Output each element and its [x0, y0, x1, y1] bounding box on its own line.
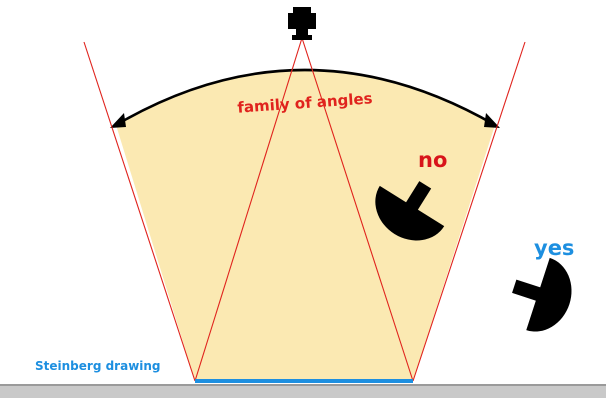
table-surface — [0, 385, 606, 398]
steinberg-drawing-label: Steinberg drawing — [35, 359, 161, 373]
yes-label: yes — [534, 236, 574, 260]
camera-icon — [288, 7, 316, 40]
lamp-yes-icon — [502, 250, 581, 340]
no-label: no — [418, 148, 447, 172]
